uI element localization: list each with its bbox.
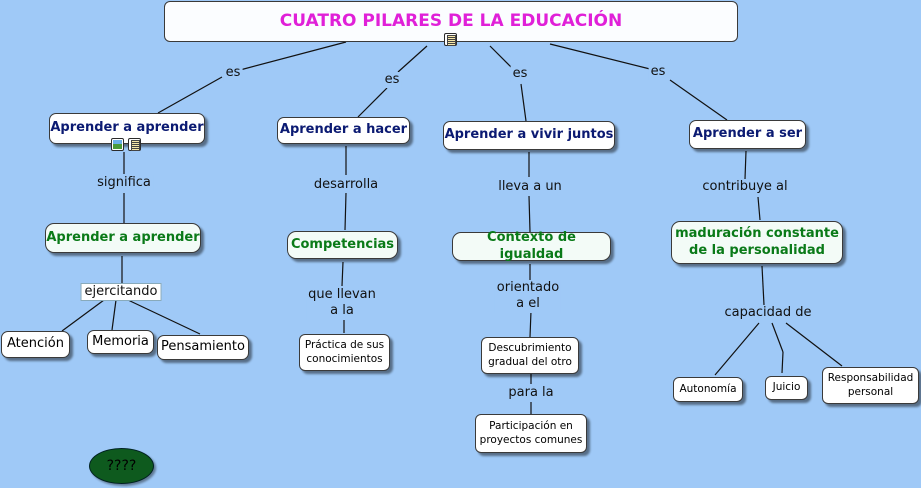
leaf-practica-de-sus-conocimientos[interactable]: Práctica de sus conocimientos [299,334,390,371]
leaf-juicio[interactable]: Juicio [765,376,808,400]
image-icon[interactable] [111,138,124,151]
leaf-participacion-en-proyectos-comunes[interactable]: Participación en proyectos comunes [475,414,587,453]
pillar-aprender-a-aprender[interactable]: Aprender a aprender [49,113,205,144]
pillar-aprender-a-vivir-juntos[interactable]: Aprender a vivir juntos [443,121,615,150]
leaf-responsabilidad-personal[interactable]: Responsabilidad personal [822,367,919,404]
link-label-para-la: para la [506,385,556,402]
link-label-significa: significa [95,175,153,192]
link-label-lleva-a-un: lleva a un [496,179,564,196]
link-label-capacidad-de: capacidad de [722,305,814,322]
concept-contexto-de-igualdad[interactable]: Contexto de igualdad [452,230,611,262]
concept-competencias[interactable]: Competencias [287,231,398,259]
link-label-orientado-a-el: orientado a el [494,280,562,313]
link-label-es: es [223,65,243,82]
pillar-aprender-a-ser[interactable]: Aprender a ser [689,120,806,149]
concept-aprender-a-aprender[interactable]: Aprender a aprender [45,223,201,253]
leaf-memoria[interactable]: Memoria [87,330,154,354]
link-label-es: es [510,66,530,83]
leaf-pensamiento[interactable]: Pensamiento [157,335,249,360]
link-label-ejercitando: ejercitando [80,283,162,302]
link-label-desarrolla: desarrolla [311,177,381,194]
link-label-es: es [648,64,668,81]
link-label-contribuye-al: contribuye al [700,179,790,196]
leaf-atencion[interactable]: Atención [1,331,70,358]
link-label-es: es [382,72,402,89]
document-icon[interactable] [128,138,141,151]
concept-maduracion-constante[interactable]: maduración constante de la personalidad [671,221,843,264]
question-bubble[interactable]: ???? [89,448,154,484]
document-icon[interactable] [444,33,457,46]
leaf-descubrimiento-gradual-del-otro[interactable]: Descubrimiento gradual del otro [481,337,579,374]
link-label-que-llevan-a-la: que llevan a la [306,287,378,320]
leaf-autonomia[interactable]: Autonomía [673,377,743,402]
pillar-aprender-a-hacer[interactable]: Aprender a hacer [277,117,410,144]
